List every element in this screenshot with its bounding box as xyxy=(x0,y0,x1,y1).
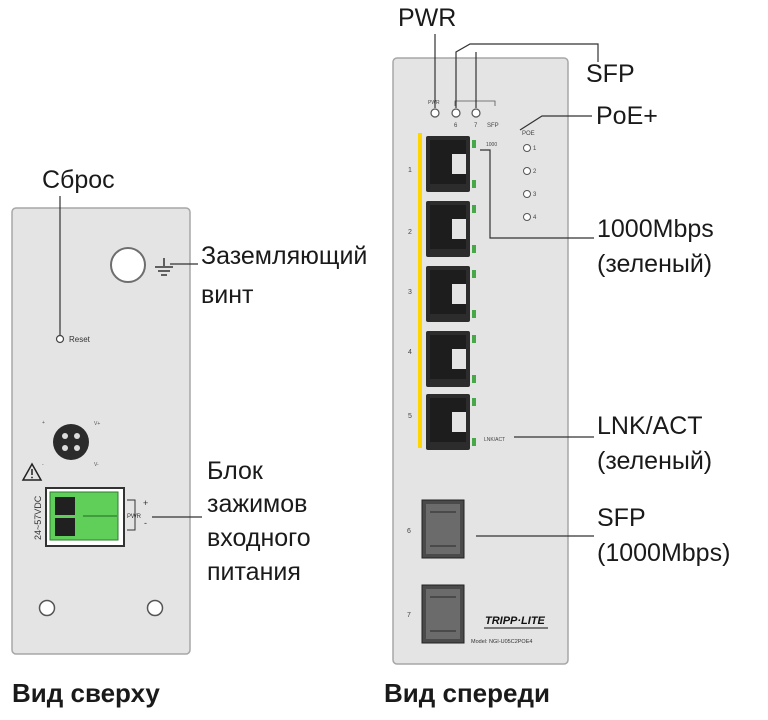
poe-leader-line xyxy=(519,115,592,131)
lnk-led-marking: LNK/ACT xyxy=(484,437,505,443)
reset-hole xyxy=(55,334,65,344)
speed-callout-line-1: 1000Mbps xyxy=(597,215,714,243)
sfp7-led xyxy=(471,108,481,118)
link-callout-line-2: (зеленый) xyxy=(597,447,713,475)
rj45-port-5 xyxy=(426,394,476,450)
terminal-marking: PWR xyxy=(127,514,142,520)
terminal-callout-line-4: питания xyxy=(207,558,301,586)
poe-channel-2: 2 xyxy=(533,169,537,175)
mount-hole-left xyxy=(38,599,56,617)
link-callout-line-1: LNK/ACT xyxy=(597,412,703,440)
poe-channel-1: 1 xyxy=(533,146,537,152)
rj45-port-3 xyxy=(426,266,476,322)
ground-symbol-icon xyxy=(155,258,173,276)
sfp-leader-line xyxy=(455,43,599,108)
sfp-led-marking: SFP xyxy=(487,123,499,129)
poe-marking: POE xyxy=(522,131,535,137)
terminal-callout-line-1: Блок xyxy=(207,457,263,485)
model-number: Model: NGI-U05C2POE4 xyxy=(471,639,532,645)
poe-led-1 xyxy=(523,144,531,152)
ground-screw xyxy=(110,247,146,283)
sfp6-led xyxy=(451,108,461,118)
console-pin-3: + xyxy=(42,420,45,426)
rj45-port-1 xyxy=(426,136,476,192)
top-view-caption: Вид сверху xyxy=(12,678,160,708)
terminal-polarity-plus: + xyxy=(143,498,148,508)
port-number-1: 1 xyxy=(408,167,412,174)
sfp-port-callout-line-1: SFP xyxy=(597,504,646,532)
pwr-led-marking: PWR xyxy=(428,100,440,106)
poe-callout: PoE+ xyxy=(596,102,658,130)
console-pin-1: V+ xyxy=(94,421,100,427)
brand-logo: TRIPP·LITE xyxy=(485,615,546,627)
rj45-port-2 xyxy=(426,201,476,257)
front-view-caption: Вид спереди xyxy=(384,678,550,708)
terminal-polarity-minus: - xyxy=(144,518,147,528)
sfp-port-callout-line-2: (1000Mbps) xyxy=(597,539,731,567)
speed-led-marking: 1000 xyxy=(486,142,497,148)
sfp7-led-marking: 7 xyxy=(474,123,478,129)
poe-led-4 xyxy=(523,213,531,221)
console-connector xyxy=(53,424,89,460)
pwr-led xyxy=(430,108,440,118)
rj45-port-4 xyxy=(426,331,476,387)
sfp-port-6 xyxy=(421,499,465,559)
warning-icon xyxy=(21,462,43,481)
console-pin-4: - xyxy=(42,462,44,468)
port-number-2: 2 xyxy=(408,229,412,236)
sfp-port-number-7: 7 xyxy=(407,612,411,619)
pwr-callout: PWR xyxy=(398,4,457,32)
terminal-callout-line-2: зажимов xyxy=(207,490,308,518)
sfp-port-number-6: 6 xyxy=(407,528,411,535)
speed-leader-line xyxy=(480,149,594,239)
sfp-led-callout: SFP xyxy=(586,60,635,88)
poe-led-2 xyxy=(523,167,531,175)
voltage-marking: 24~57VDC xyxy=(33,495,43,540)
reset-callout: Сброс xyxy=(42,166,115,194)
port-number-4: 4 xyxy=(408,349,412,356)
poe-channel-3: 3 xyxy=(533,192,537,198)
terminal-callout-line-3: входного xyxy=(207,524,311,552)
port-number-3: 3 xyxy=(408,289,412,296)
sfp6-led-marking: 6 xyxy=(454,123,458,129)
speed-callout-line-2: (зеленый) xyxy=(597,250,713,278)
ground-callout-line-2: винт xyxy=(201,281,254,309)
poe-led-3 xyxy=(523,190,531,198)
poe-channel-4: 4 xyxy=(533,215,537,221)
ground-callout-line-1: Заземляющий xyxy=(201,242,368,270)
sfp-port-7 xyxy=(421,584,465,644)
console-pin-2: V- xyxy=(94,462,99,468)
port-number-5: 5 xyxy=(408,413,412,420)
mount-hole-right xyxy=(146,599,164,617)
reset-marking: Reset xyxy=(69,335,91,344)
